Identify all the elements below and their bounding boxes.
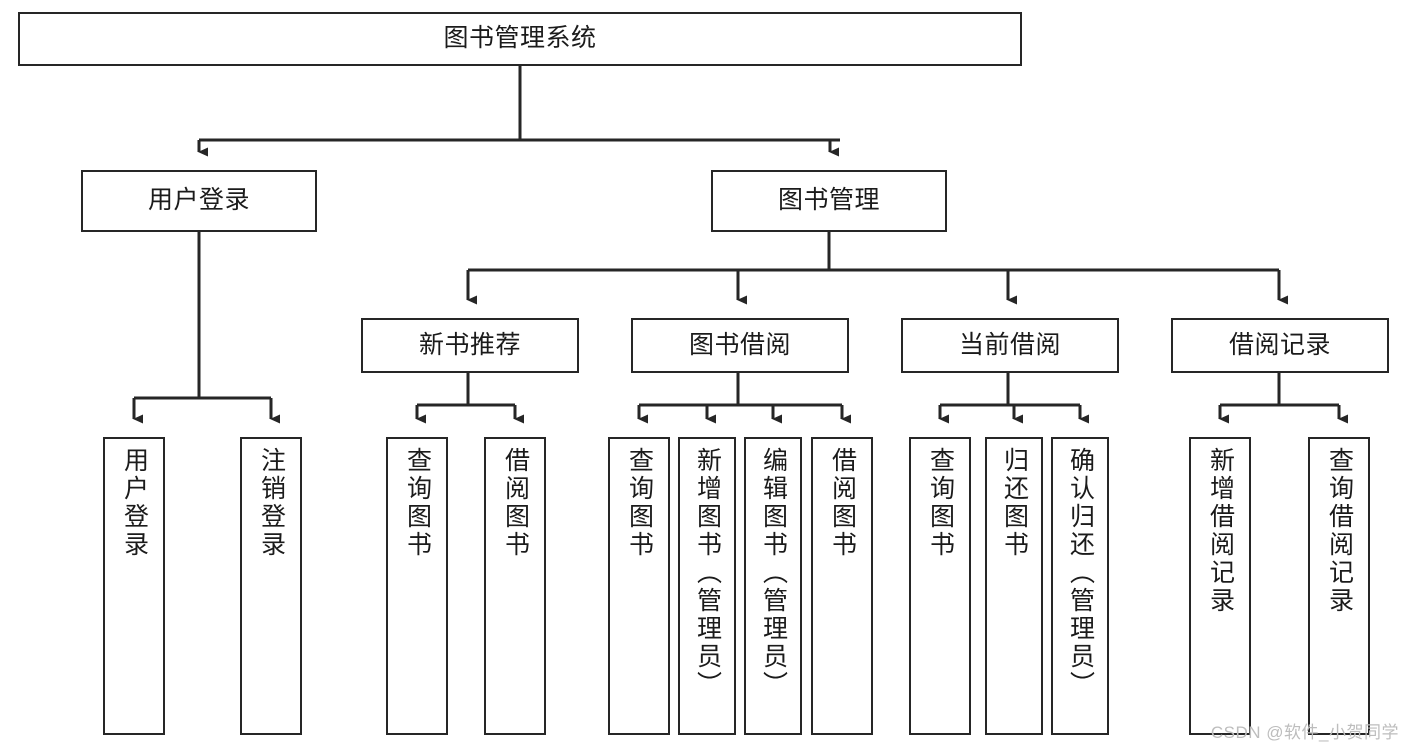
node-leaf-edit-book[interactable]: 编辑图书（管理员） [744, 437, 802, 735]
node-leaf-query-book-3[interactable]: 查询图书 [909, 437, 971, 735]
node-borrow-record-label: 借阅记录 [1228, 330, 1331, 359]
node-leaf-user-login[interactable]: 用户登录 [103, 437, 165, 735]
node-leaf-query-record-label: 查询借阅记录 [1325, 447, 1354, 615]
node-new-book-rec-label: 新书推荐 [418, 330, 521, 359]
node-new-book-rec[interactable]: 新书推荐 [361, 318, 579, 373]
node-leaf-user-login-label: 用户登录 [120, 447, 149, 559]
node-leaf-borrow-book-1-label: 借阅图书 [501, 447, 530, 559]
node-leaf-add-record-label: 新增借阅记录 [1206, 447, 1235, 615]
node-leaf-query-book-1[interactable]: 查询图书 [386, 437, 448, 735]
node-leaf-add-record[interactable]: 新增借阅记录 [1189, 437, 1251, 735]
node-leaf-add-book[interactable]: 新增图书（管理员） [678, 437, 736, 735]
node-leaf-borrow-book-1[interactable]: 借阅图书 [484, 437, 546, 735]
node-book-manage[interactable]: 图书管理 [711, 170, 947, 232]
node-leaf-confirm-return-label: 确认归还（管理员） [1066, 447, 1095, 699]
node-leaf-query-record[interactable]: 查询借阅记录 [1308, 437, 1370, 735]
node-root[interactable]: 图书管理系统 [18, 12, 1022, 66]
node-leaf-edit-book-label: 编辑图书（管理员） [759, 447, 788, 699]
node-leaf-logout-label: 注销登录 [257, 447, 286, 559]
node-book-borrow-label: 图书借阅 [688, 330, 791, 359]
node-leaf-query-book-2-label: 查询图书 [625, 447, 654, 559]
node-borrow-record[interactable]: 借阅记录 [1171, 318, 1389, 373]
node-current-borrow[interactable]: 当前借阅 [901, 318, 1119, 373]
node-root-label: 图书管理系统 [443, 24, 597, 53]
node-leaf-query-book-2[interactable]: 查询图书 [608, 437, 670, 735]
node-leaf-borrow-book-2-label: 借阅图书 [828, 447, 857, 559]
node-leaf-logout[interactable]: 注销登录 [240, 437, 302, 735]
node-user-login[interactable]: 用户登录 [81, 170, 317, 232]
node-user-login-label: 用户登录 [147, 186, 250, 215]
node-leaf-borrow-book-2[interactable]: 借阅图书 [811, 437, 873, 735]
node-book-manage-label: 图书管理 [777, 186, 880, 215]
node-current-borrow-label: 当前借阅 [958, 330, 1061, 359]
node-leaf-query-book-1-label: 查询图书 [403, 447, 432, 559]
node-leaf-return-book[interactable]: 归还图书 [985, 437, 1043, 735]
node-book-borrow[interactable]: 图书借阅 [631, 318, 849, 373]
node-leaf-query-book-3-label: 查询图书 [926, 447, 955, 559]
watermark: CSDN @软件_小贺同学 [1210, 723, 1399, 742]
node-leaf-return-book-label: 归还图书 [1000, 447, 1029, 559]
node-leaf-confirm-return[interactable]: 确认归还（管理员） [1051, 437, 1109, 735]
node-leaf-add-book-label: 新增图书（管理员） [693, 447, 722, 699]
